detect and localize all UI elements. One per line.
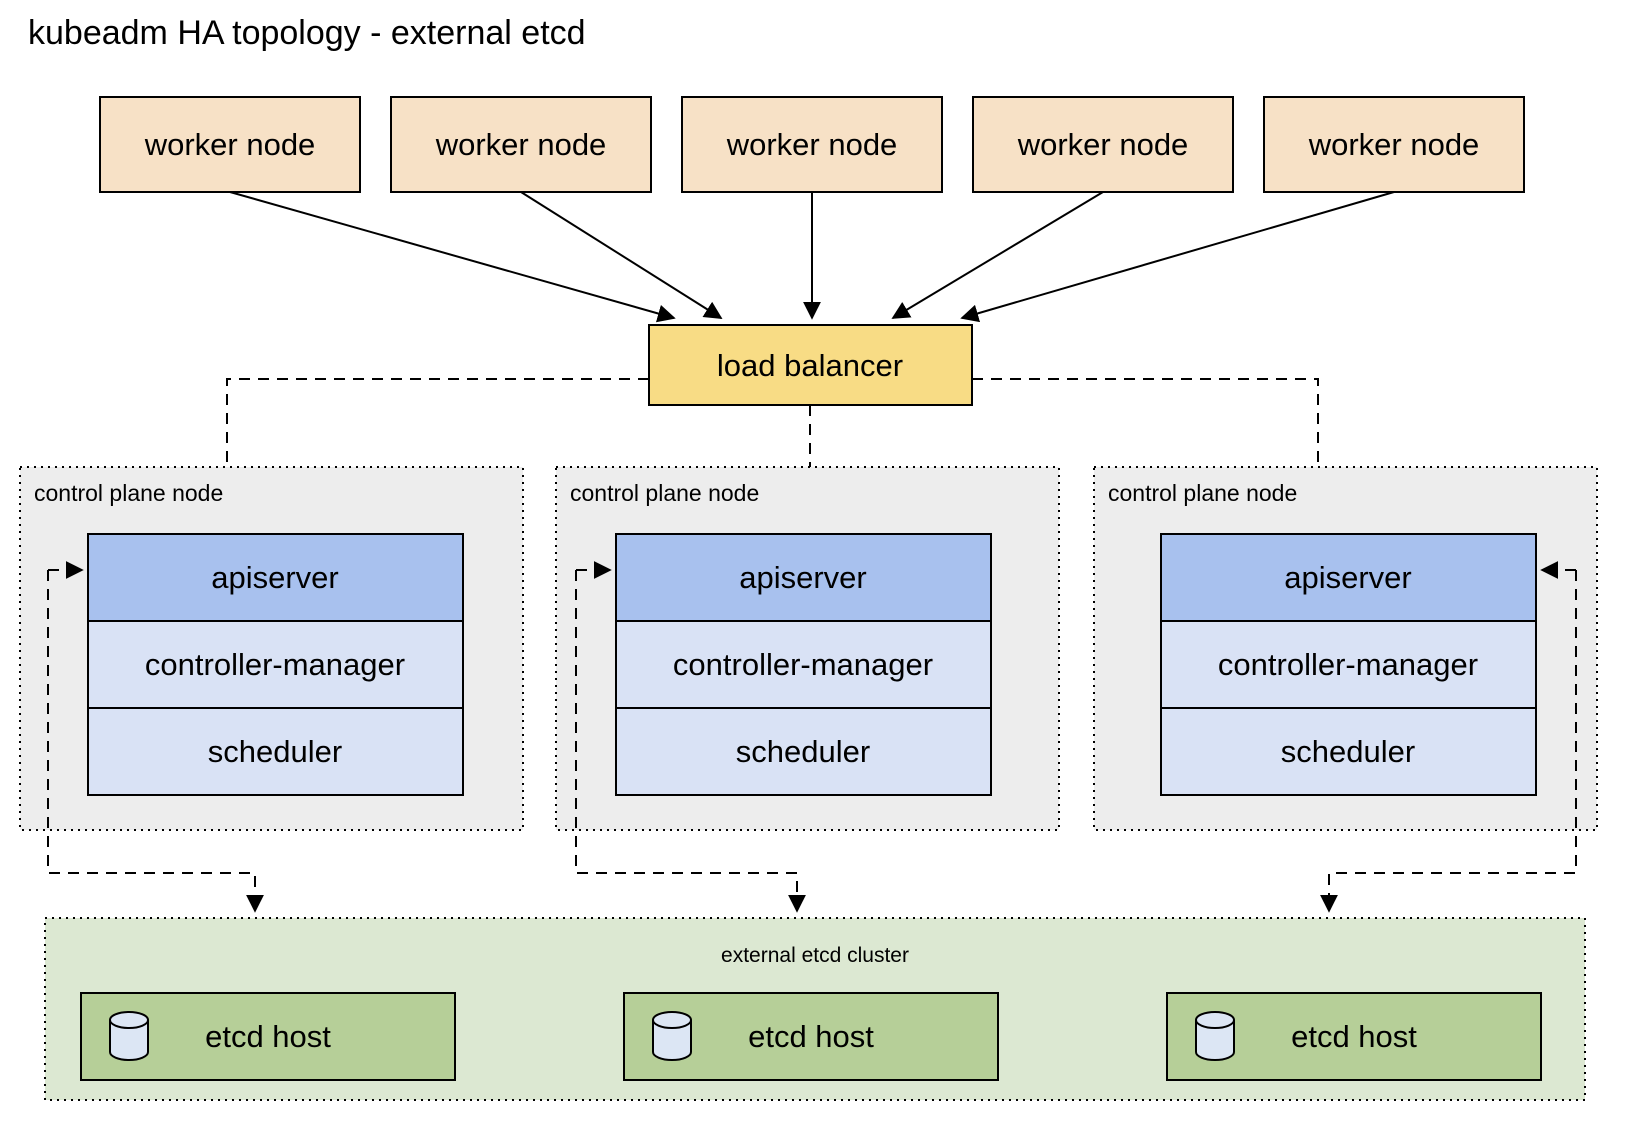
control-plane-node: control plane node apiserver controller-… (1093, 466, 1598, 831)
scheduler-box (1160, 707, 1537, 796)
worker-node-box (972, 96, 1234, 193)
apiserver-to-etcd-arrow (1320, 570, 1577, 913)
scheduler-label: scheduler (208, 734, 342, 769)
database-cylinder-body (1195, 1020, 1235, 1061)
apiserver-to-etcd-arrow (575, 570, 806, 913)
worker-node: worker node (1263, 96, 1525, 193)
etcd-host-label: etcd host (1291, 1019, 1417, 1054)
load-balancer: load balancer (648, 324, 973, 406)
database-cylinder-top (109, 1011, 149, 1029)
etcd-cluster-label: external etcd cluster (721, 944, 909, 967)
worker-node-label: worker node (144, 127, 316, 162)
worker-node: worker node (390, 96, 652, 193)
control-plane-node-label: control plane node (1108, 480, 1297, 506)
apiserver-label: apiserver (1284, 560, 1412, 595)
scheduler-label: scheduler (1281, 734, 1415, 769)
worker-node: worker node (99, 96, 361, 193)
worker-node-box (390, 96, 652, 193)
controller-manager-box (87, 620, 464, 709)
apiserver-to-etcd-arrow (47, 570, 264, 913)
apiserver-box (615, 533, 992, 622)
worker-node-label: worker node (1308, 127, 1480, 162)
worker-node-box (99, 96, 361, 193)
etcd-cluster: external etcd cluster etcd host etcd hos… (44, 917, 1586, 1101)
controller-manager-box (615, 620, 992, 709)
worker-node-label: worker node (435, 127, 607, 162)
control-plane-node: control plane node apiserver controller-… (19, 466, 524, 831)
worker-to-lb-arrow (891, 191, 1104, 319)
database-cylinder-icon (109, 1011, 149, 1061)
etcd-host-label: etcd host (205, 1019, 331, 1054)
etcd-host: etcd host (80, 992, 456, 1081)
database-cylinder-icon (1195, 1011, 1235, 1061)
worker-node-label: worker node (1017, 127, 1189, 162)
database-cylinder-body (109, 1020, 149, 1061)
worker-node: worker node (972, 96, 1234, 193)
etcd-host-box (1166, 992, 1542, 1081)
controller-manager-label: controller-manager (673, 647, 933, 682)
etcd-host-label: etcd host (748, 1019, 874, 1054)
scheduler-box (615, 707, 992, 796)
database-cylinder-top (1195, 1011, 1235, 1029)
controller-manager-label: controller-manager (1218, 647, 1478, 682)
apiserver-label: apiserver (739, 560, 867, 595)
worker-node-box (681, 96, 943, 193)
worker-node-label: worker node (726, 127, 898, 162)
worker-to-lb-arrow (229, 191, 676, 323)
apiserver-box (1160, 533, 1537, 622)
etcd-host: etcd host (623, 992, 999, 1081)
controller-manager-box (1160, 620, 1537, 709)
database-cylinder-top (652, 1011, 692, 1029)
database-cylinder-body (652, 1020, 692, 1061)
database-cylinder-icon (652, 1011, 692, 1061)
control-plane-node-label: control plane node (34, 480, 223, 506)
worker-node: worker node (681, 96, 943, 193)
load-balancer-label: load balancer (717, 348, 903, 383)
diagram-title: kubeadm HA topology - external etcd (28, 14, 586, 52)
worker-to-lb-arrow (960, 191, 1395, 323)
apiserver-label: apiserver (211, 560, 339, 595)
worker-to-lb-arrow (520, 191, 723, 319)
scheduler-box (87, 707, 464, 796)
control-plane-node-label: control plane node (570, 480, 759, 506)
controller-manager-label: controller-manager (145, 647, 405, 682)
apiserver-box (87, 533, 464, 622)
load-balancer-box (648, 324, 973, 406)
scheduler-label: scheduler (736, 734, 870, 769)
control-plane-node: control plane node apiserver controller-… (555, 466, 1060, 831)
etcd-host: etcd host (1166, 992, 1542, 1081)
